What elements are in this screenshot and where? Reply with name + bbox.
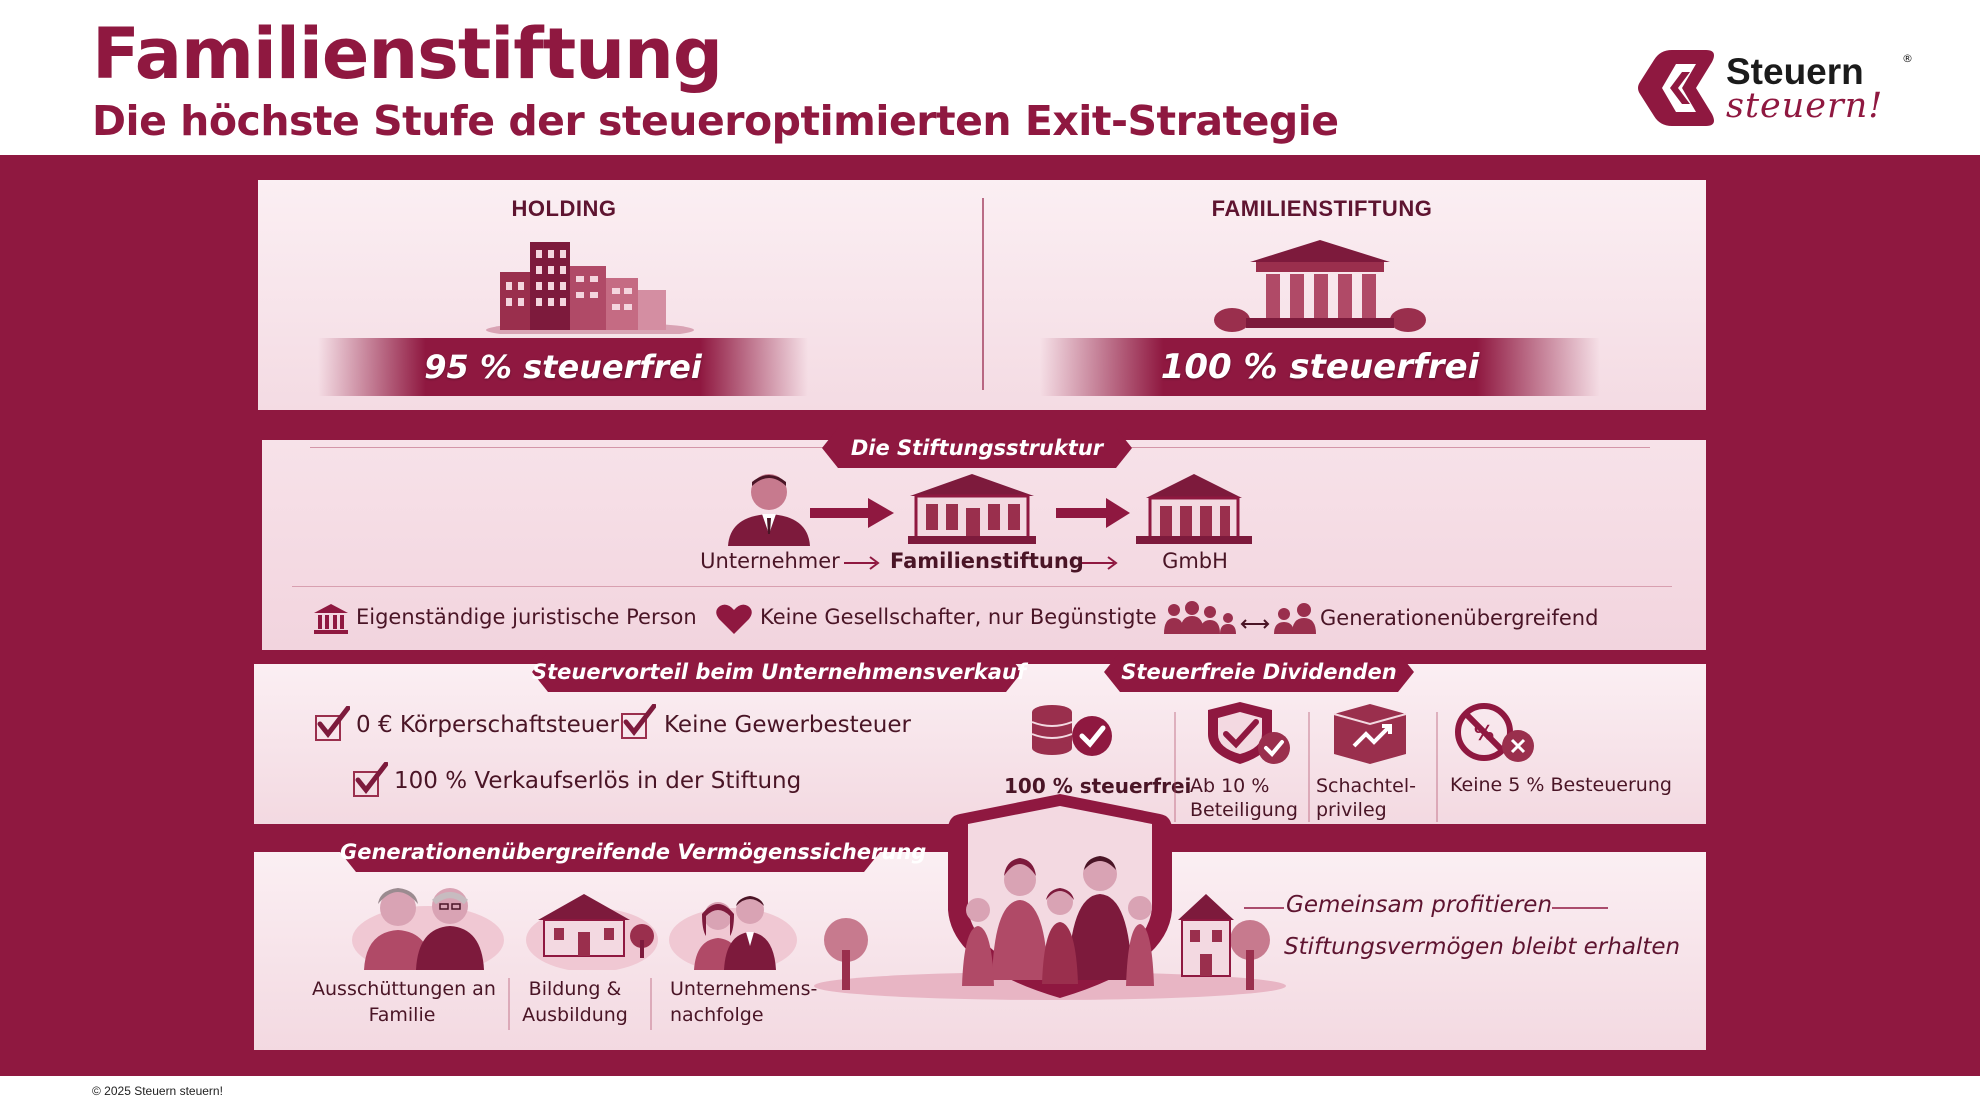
- slogan-profit: Gemeinsam profitieren: [1286, 892, 1553, 918]
- structure-mid-rule: [292, 586, 1672, 587]
- stiftung-value-ribbon: [1040, 338, 1600, 396]
- foundation-building-icon: [908, 474, 1036, 544]
- company-building-icon: [1136, 474, 1252, 544]
- structure-panel: [262, 440, 1706, 650]
- stiftung-heading: FAMILIENSTIFTUNG: [1211, 196, 1433, 221]
- logo-text-steuern-italic: steuern!: [1726, 86, 1884, 126]
- footer-copyright: © 2025 Steuern steuern!: [92, 1084, 223, 1098]
- flow-label-unternehmer: Unternehmer: [700, 549, 840, 573]
- coins-check-icon: [1031, 705, 1112, 756]
- dividend-min-participation: Ab 10 % Beteiligung: [1190, 775, 1298, 821]
- couple-icon: [669, 896, 797, 970]
- feature-generations: Generationenübergreifend: [1320, 606, 1599, 630]
- holding-value: 95 % steuerfrei: [424, 348, 702, 386]
- buildings-icon: [486, 242, 694, 334]
- generation-payouts: Ausschüttungen an Familie: [312, 978, 496, 1026]
- dividend-divider-3: [1436, 712, 1438, 822]
- feature-legal-person: Eigenständige juristische Person: [356, 605, 697, 629]
- checkmark-icon: [353, 762, 388, 797]
- heart-icon: [716, 604, 752, 634]
- generation-succession: Unternehmens- nachfolge: [670, 978, 818, 1026]
- holding-value-ribbon: [318, 338, 808, 396]
- dividends-ribbon: [1104, 652, 1414, 692]
- grandparents-icon: [352, 888, 504, 970]
- flow-label-familienstiftung: Familienstiftung: [890, 549, 1084, 573]
- check-sale-proceeds: 100 % Verkaufserlös in der Stiftung: [394, 768, 802, 794]
- checkmark-icon: [621, 704, 656, 739]
- dividend-divider-2: [1308, 712, 1310, 822]
- dividend-schachtel: Schachtel- privileg: [1316, 775, 1416, 821]
- svg-text:%: %: [1474, 721, 1494, 745]
- stiftung-value: 100 % steuerfrei: [1160, 347, 1480, 387]
- school-icon: [526, 894, 658, 970]
- slogan-rule-1: [1244, 907, 1284, 909]
- flow-small-arrow-icon-2: [1082, 556, 1118, 570]
- dividend-divider-1: [1174, 712, 1176, 822]
- dividend-tax-free: 100 % steuerfrei: [1004, 774, 1192, 798]
- generations-people-icon: [1164, 601, 1316, 634]
- slogan-rule-2: [1552, 907, 1608, 909]
- institution-icon: [314, 604, 348, 634]
- flow-small-arrow-icon-1: [844, 556, 880, 570]
- flow-label-gmbh: GmbH: [1162, 549, 1228, 573]
- businessman-icon: [728, 474, 810, 546]
- no-tax-icon: %: [1455, 703, 1534, 762]
- structure-ribbon: [822, 428, 1132, 468]
- comparison-divider: [982, 198, 984, 390]
- registered-mark: ®: [1902, 52, 1913, 65]
- family-shield-icon: [814, 794, 1286, 1000]
- check-corporate-tax: 0 € Körperschaftsteuer: [356, 712, 619, 738]
- slogan-preserve: Stiftungsvermögen bleibt erhalten: [1284, 934, 1681, 960]
- generation-divider-2: [650, 978, 652, 1030]
- logo-text-steuern: Steuern: [1726, 51, 1864, 92]
- sale-ribbon: [532, 652, 1022, 692]
- box-arrows-icon: [1333, 704, 1407, 764]
- holding-heading: HOLDING: [511, 196, 617, 221]
- checkmark-icon: [315, 706, 350, 741]
- temple-icon: [1214, 240, 1426, 332]
- dividends-ribbon-label: Steuerfreie Dividenden: [1121, 660, 1397, 684]
- generation-divider-1: [508, 978, 510, 1030]
- generations-ribbon: [340, 832, 880, 872]
- structure-ribbon-label: Die Stiftungsstruktur: [850, 436, 1104, 460]
- shield-check-icon: [1208, 702, 1290, 764]
- logo-mark-icon: [1638, 50, 1714, 126]
- dividend-no-5pct: Keine 5 % Besteuerung: [1450, 774, 1672, 796]
- check-trade-tax: Keine Gewerbesteuer: [664, 712, 911, 738]
- flow-arrow-icon-2: [1056, 498, 1130, 528]
- sale-ribbon-label: Steuervorteil beim Unternehmensverkauf: [532, 660, 1026, 684]
- page-title: Familienstiftung: [92, 13, 723, 95]
- feature-beneficiaries: Keine Gesellschafter, nur Begünstigte: [760, 605, 1157, 629]
- generations-ribbon-label: Generationenübergreifende Vermögenssiche…: [340, 840, 927, 864]
- generation-education: Bildung & Ausbildung: [522, 978, 628, 1026]
- page-subtitle: Die höchste Stufe der steueroptimierten …: [92, 97, 1339, 145]
- flow-arrow-icon-1: [810, 498, 894, 528]
